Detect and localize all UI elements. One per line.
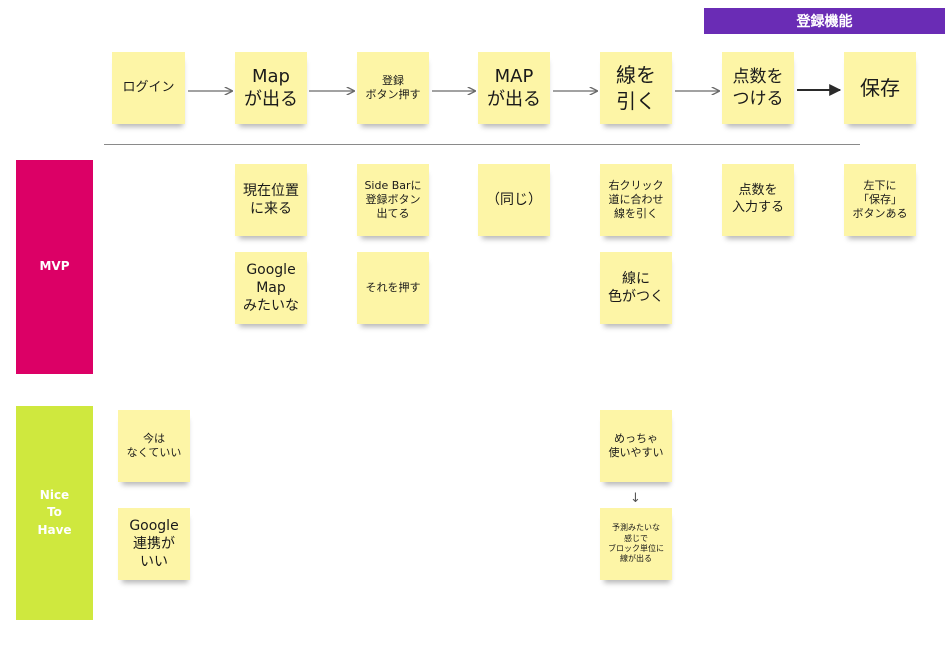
step-save-note[interactable]: 保存 <box>844 52 916 124</box>
step-draw-line-note[interactable]: 線を 引く <box>600 52 672 124</box>
step-add-score-note[interactable]: 点数を つける <box>722 52 794 124</box>
mvp-enter-score-note[interactable]: 点数を 入力する <box>722 164 794 236</box>
mvp-line-colored-note[interactable]: 線に 色がつく <box>600 252 672 324</box>
flow-divider-line <box>104 144 860 145</box>
step-login-note[interactable]: ログイン <box>112 52 185 124</box>
mvp-same-note[interactable]: （同じ） <box>478 164 550 236</box>
band-mvp: MVP <box>16 160 93 374</box>
nice-prediction-block-note[interactable]: 予測みたいな 感じで ブロック単位に 線が出る <box>600 508 672 580</box>
mvp-google-map-like-note[interactable]: Google Map みたいな <box>235 252 307 324</box>
nice-not-needed-now-note[interactable]: 今は なくていい <box>118 410 190 482</box>
mvp-right-click-line-note[interactable]: 右クリック 道に合わせ 線を引く <box>600 164 672 236</box>
mvp-press-it-note[interactable]: それを押す <box>357 252 429 324</box>
mvp-current-location-note[interactable]: 現在位置 に来る <box>235 164 307 236</box>
step-map-appears-2-note[interactable]: MAP が出る <box>478 52 550 124</box>
down-arrow-icon: ↓ <box>630 491 641 506</box>
nice-super-easy-note[interactable]: めっちゃ 使いやすい <box>600 410 672 482</box>
mvp-sidebar-register-note[interactable]: Side Barに 登録ボタン 出てる <box>357 164 429 236</box>
feature-title-badge: 登録機能 <box>704 8 945 34</box>
nice-google-integration-note[interactable]: Google 連携が いい <box>118 508 190 580</box>
step-press-register-note[interactable]: 登録 ボタン押す <box>357 52 429 124</box>
band-nice-to-have: Nice To Have <box>16 406 93 620</box>
step-map-appears-note[interactable]: Map が出る <box>235 52 307 124</box>
mvp-save-button-bottom-left-note[interactable]: 左下に 「保存」 ボタンある <box>844 164 916 236</box>
